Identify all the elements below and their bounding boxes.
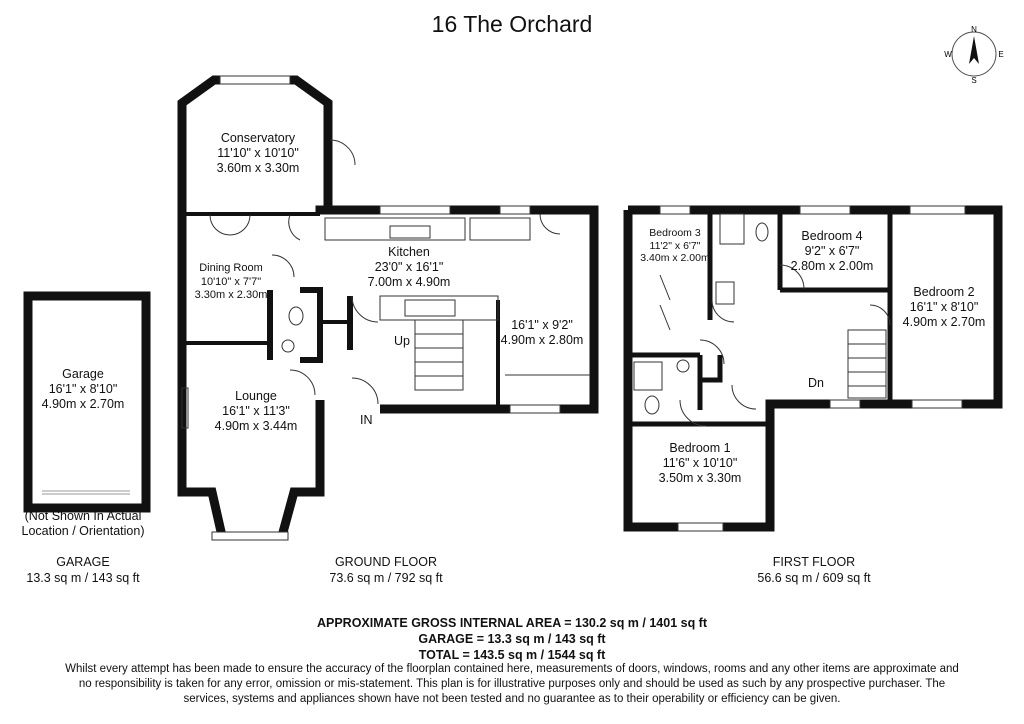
gross-area: APPROXIMATE GROSS INTERNAL AREA = 130.2 …: [316, 616, 708, 630]
garage-note-line-2: Location / Orientation): [21, 524, 145, 538]
room-dining: Dining Room 10'10" x 7'7" 3.30m x 2.30m: [195, 262, 268, 303]
room-bedroom-2: Bedroom 2 16'1" x 8'10" 4.90m x 2.70m: [903, 285, 986, 330]
room-name: Conservatory: [220, 131, 296, 145]
section-first-floor: FIRST FLOOR 56.6 sq m / 609 sq ft: [757, 554, 870, 586]
room-dim-imperial: 11'10" x 10'10": [217, 146, 299, 160]
room-kitchen-extension: 16'1" x 9'2" 4.90m x 2.80m: [501, 318, 584, 348]
room-conservatory: Conservatory 11'10" x 10'10" 3.60m x 3.3…: [217, 131, 300, 176]
section-name: GARAGE: [56, 555, 110, 569]
section-ground-floor: GROUND FLOOR 73.6 sq m / 792 sq ft: [329, 554, 442, 586]
room-name: Bedroom 3: [649, 227, 701, 239]
room-dim-imperial: 16'1" x 11'3": [222, 404, 290, 418]
first-floor-fixtures: [633, 205, 966, 532]
section-area: 13.3 sq m / 143 sq ft: [26, 571, 140, 585]
room-dim-metric: 4.90m x 3.44m: [214, 419, 298, 433]
room-dim-metric: 3.50m x 3.30m: [658, 471, 742, 485]
compass-n: N: [971, 25, 977, 34]
room-dim-metric: 3.60m x 3.30m: [216, 161, 300, 175]
section-area: 73.6 sq m / 792 sq ft: [329, 571, 443, 585]
room-dim-imperial: 16'1" x 9'2": [511, 318, 573, 332]
room-dim-metric: 3.40m x 2.00m: [640, 252, 710, 264]
room-name: Garage: [62, 367, 104, 381]
ground-floor-fixtures: [181, 75, 590, 541]
room-name: Bedroom 1: [669, 441, 731, 455]
room-dim-metric: 7.00m x 4.90m: [367, 275, 451, 289]
room-dim-imperial: 23'0" x 16'1": [374, 260, 444, 274]
garage-area: GARAGE = 13.3 sq m / 143 sq ft: [418, 632, 606, 646]
stairs-up-label: Up: [394, 334, 410, 348]
room-dim-imperial: 16'1" x 8'10": [48, 382, 118, 396]
room-bedroom-1: Bedroom 1 11'6" x 10'10" 3.50m x 3.30m: [659, 441, 742, 486]
area-summary: APPROXIMATE GROSS INTERNAL AREA = 130.2 …: [0, 615, 1024, 663]
plan-title: 16 The Orchard: [431, 11, 593, 37]
disclaimer: Whilst every attempt has been made to en…: [65, 663, 959, 705]
compass-w: W: [944, 50, 952, 59]
room-dim-metric: 2.80m x 2.00m: [790, 259, 874, 273]
section-name: FIRST FLOOR: [772, 555, 856, 569]
entrance-label: IN: [360, 413, 373, 427]
total-area: TOTAL = 143.5 sq m / 1544 sq ft: [418, 648, 606, 662]
room-dim-imperial: 11'2" x 6'7": [649, 239, 701, 252]
room-dim-imperial: 9'2" x 6'7": [804, 244, 860, 258]
compass-s: S: [971, 76, 976, 84]
room-bedroom-3: Bedroom 3 11'2" x 6'7" 3.40m x 2.00m: [640, 227, 709, 265]
garage-note: (Not Shown In Actual Location / Orientat…: [22, 509, 145, 539]
first-floor-plan: [623, 205, 1003, 532]
room-dim-metric: 3.30m x 2.30m: [194, 289, 268, 301]
room-name: Lounge: [235, 389, 277, 403]
room-name: Bedroom 2: [913, 285, 975, 299]
room-dim-imperial: 16'1" x 8'10": [909, 300, 979, 314]
room-dim-imperial: 10'10" x 7'7": [200, 275, 262, 288]
room-kitchen: Kitchen 23'0" x 16'1" 7.00m x 4.90m: [368, 245, 451, 290]
room-dim-imperial: 11'6" x 10'10": [662, 456, 738, 470]
room-garage: Garage 16'1" x 8'10" 4.90m x 2.70m: [42, 367, 125, 412]
garage-note-line-1: (Not Shown In Actual: [24, 509, 142, 523]
room-dim-metric: 4.90m x 2.70m: [902, 315, 986, 329]
room-dim-metric: 4.90m x 2.70m: [41, 397, 125, 411]
room-dim-metric: 4.90m x 2.80m: [500, 333, 584, 347]
room-name: Dining Room: [199, 262, 263, 274]
section-garage: GARAGE 13.3 sq m / 143 sq ft: [26, 554, 139, 586]
compass-rose-icon: N E S W: [944, 25, 1003, 84]
section-area: 56.6 sq m / 609 sq ft: [757, 571, 871, 585]
compass-e: E: [998, 50, 1003, 59]
garage-plan: [23, 291, 151, 513]
section-name: GROUND FLOOR: [334, 555, 438, 569]
room-name: Kitchen: [388, 245, 430, 259]
room-bedroom-4: Bedroom 4 9'2" x 6'7" 2.80m x 2.00m: [791, 229, 874, 274]
room-lounge: Lounge 16'1" x 11'3" 4.90m x 3.44m: [215, 389, 298, 434]
stairs-down-label: Dn: [808, 376, 824, 390]
room-name: Bedroom 4: [801, 229, 863, 243]
